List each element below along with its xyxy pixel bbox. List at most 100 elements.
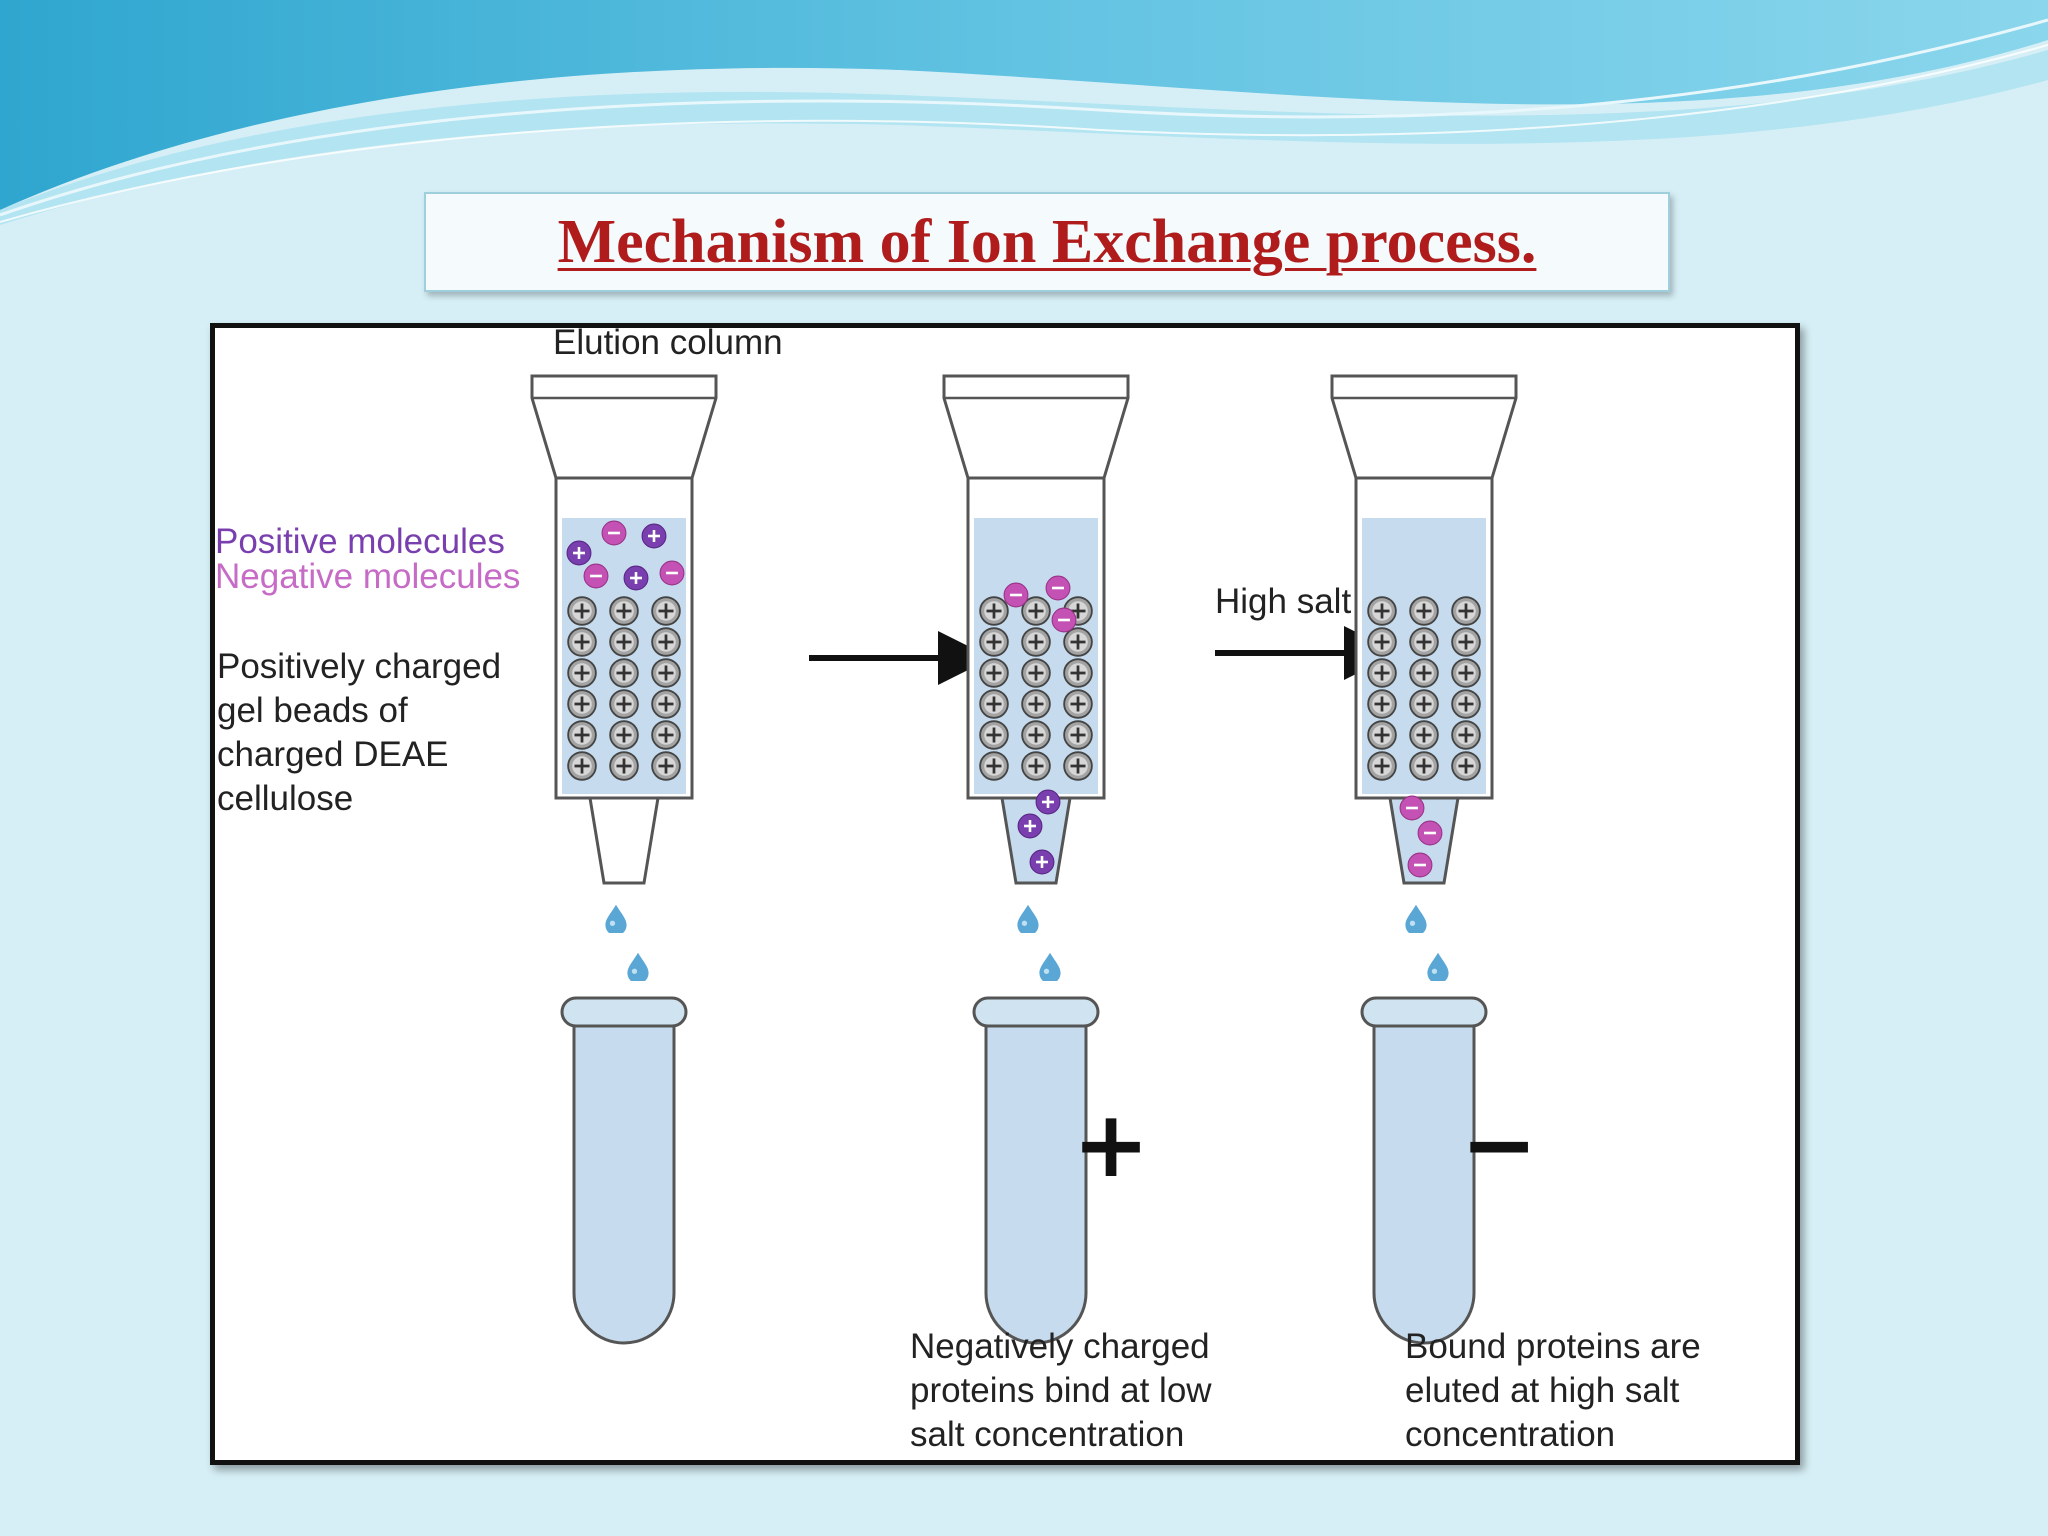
negative-molecule bbox=[583, 563, 609, 589]
collection-tube-3-lip bbox=[1360, 996, 1488, 1028]
column-2-bead bbox=[979, 596, 1009, 626]
column-2-bead bbox=[1021, 627, 1051, 657]
legend-negative-molecules: Negative molecules bbox=[215, 557, 520, 596]
positive-molecule bbox=[623, 565, 649, 591]
beads-label-line-4: cellulose bbox=[217, 779, 353, 818]
column-1-bead bbox=[651, 658, 681, 688]
column-3-bead bbox=[1451, 751, 1481, 781]
positive-molecule bbox=[641, 523, 667, 549]
column-3-bead bbox=[1409, 689, 1439, 719]
column-2-bead bbox=[1063, 689, 1093, 719]
column-2-bead bbox=[979, 627, 1009, 657]
column-1-drop bbox=[605, 904, 627, 933]
column-1-bead bbox=[567, 689, 597, 719]
column-3-bead bbox=[1451, 658, 1481, 688]
high-salt-label: High salt bbox=[1215, 582, 1351, 621]
column-1-drop bbox=[627, 952, 649, 981]
column-3-drop bbox=[1405, 904, 1427, 933]
positive-molecule bbox=[566, 540, 592, 566]
column-3-bead bbox=[1451, 689, 1481, 719]
beads-label-line-2: gel beads of bbox=[217, 691, 408, 730]
collection-tube-1-lip bbox=[560, 996, 688, 1028]
column-3-bead bbox=[1367, 751, 1397, 781]
column-1-bead bbox=[609, 658, 639, 688]
caption-middle-line-2: proteins bind at low bbox=[910, 1371, 1212, 1410]
collection-tube-2 bbox=[984, 1010, 1088, 1345]
column-2-bead bbox=[1063, 751, 1093, 781]
column-2-bead bbox=[979, 720, 1009, 750]
caption-right-line-2: eluted at high salt bbox=[1405, 1371, 1680, 1410]
column-3-bead bbox=[1451, 720, 1481, 750]
column-2-bead bbox=[1021, 658, 1051, 688]
column-3-drop bbox=[1427, 952, 1449, 981]
column-2-bead bbox=[979, 658, 1009, 688]
negative-molecule bbox=[1407, 852, 1433, 878]
caption-middle-line-3: salt concentration bbox=[910, 1415, 1184, 1454]
column-2-drop bbox=[1039, 952, 1061, 981]
slide-title: Mechanism of Ion Exchange process. bbox=[557, 207, 1537, 276]
column-3-bead bbox=[1409, 751, 1439, 781]
column-1-bead bbox=[567, 720, 597, 750]
figure-frame: Elution column Positive molecules Negati… bbox=[210, 323, 1800, 1465]
negative-molecule bbox=[1051, 607, 1077, 633]
column-3-bead bbox=[1451, 596, 1481, 626]
column-3-bead bbox=[1367, 689, 1397, 719]
column-3-bead bbox=[1451, 627, 1481, 657]
beads-label-line-1: Positively charged bbox=[217, 647, 501, 686]
column-3-funnel bbox=[1330, 374, 1518, 480]
column-2-bead bbox=[1021, 751, 1051, 781]
positive-molecule bbox=[1035, 789, 1061, 815]
tube-plus-symbol: + bbox=[1072, 1091, 1149, 1198]
column-1-bead bbox=[651, 596, 681, 626]
column-2-bead bbox=[979, 689, 1009, 719]
column-2-bead bbox=[1021, 720, 1051, 750]
beads-label-line-3: charged DEAE bbox=[217, 735, 449, 774]
column-3-bead bbox=[1409, 596, 1439, 626]
column-3-bead bbox=[1409, 658, 1439, 688]
positive-molecule bbox=[1029, 849, 1055, 875]
negative-molecule bbox=[1417, 820, 1443, 846]
column-1-funnel bbox=[530, 374, 718, 480]
collection-tube-2-lip bbox=[972, 996, 1100, 1028]
column-1-bead bbox=[651, 689, 681, 719]
column-1-bead bbox=[609, 596, 639, 626]
column-2-bead bbox=[1021, 689, 1051, 719]
column-3-bead bbox=[1409, 627, 1439, 657]
column-2-drop bbox=[1017, 904, 1039, 933]
column-3-bead bbox=[1367, 596, 1397, 626]
column-1-bead bbox=[567, 596, 597, 626]
column-2-bead bbox=[1063, 658, 1093, 688]
column-2-bead bbox=[979, 751, 1009, 781]
column-3-bead bbox=[1367, 627, 1397, 657]
tube-minus-symbol: − bbox=[1460, 1091, 1537, 1198]
legend-positive-molecules: Positive molecules bbox=[215, 522, 505, 561]
negative-molecule bbox=[1399, 795, 1425, 821]
column-2-funnel bbox=[942, 374, 1130, 480]
caption-right-line-3: concentration bbox=[1405, 1415, 1615, 1454]
caption-middle-line-1: Negatively charged bbox=[910, 1327, 1210, 1366]
negative-molecule bbox=[1003, 582, 1029, 608]
column-1-bead bbox=[609, 627, 639, 657]
negative-molecule bbox=[659, 560, 685, 586]
column-1-bead bbox=[567, 658, 597, 688]
column-3-bead bbox=[1367, 720, 1397, 750]
caption-right-line-1: Bound proteins are bbox=[1405, 1327, 1701, 1366]
elution-column-label: Elution column bbox=[553, 328, 783, 362]
column-3-bead bbox=[1409, 720, 1439, 750]
column-1-bead bbox=[609, 689, 639, 719]
ion-exchange-diagram: Elution column Positive molecules Negati… bbox=[215, 328, 1701, 1454]
column-2-bead bbox=[1063, 627, 1093, 657]
column-1-bead bbox=[651, 627, 681, 657]
collection-tube-3 bbox=[1372, 1010, 1476, 1345]
collection-tube-1 bbox=[572, 1010, 676, 1345]
column-2-bead bbox=[1063, 720, 1093, 750]
column-1-bead bbox=[567, 751, 597, 781]
column-1-bead bbox=[609, 751, 639, 781]
column-1-outlet bbox=[588, 796, 660, 885]
title-box: Mechanism of Ion Exchange process. bbox=[424, 192, 1670, 292]
negative-molecule bbox=[1045, 575, 1071, 601]
columns-group bbox=[530, 374, 1518, 1345]
background-waves bbox=[0, 0, 2048, 225]
column-1-bead bbox=[651, 720, 681, 750]
column-1-bead bbox=[609, 720, 639, 750]
